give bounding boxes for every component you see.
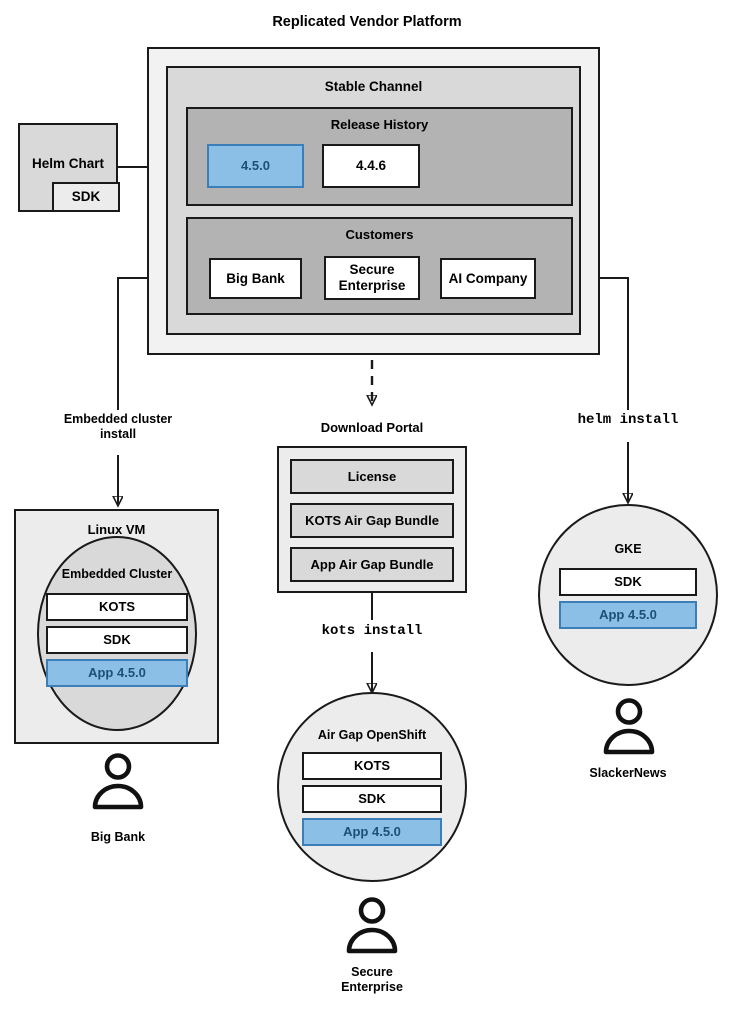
air-gap-openshift-title: Air Gap OpenShift <box>317 728 427 742</box>
customer-ai-company[interactable]: AI Company <box>440 258 536 299</box>
persona-icon-slackernews <box>603 698 655 755</box>
customers-title: Customers <box>345 227 414 242</box>
linuxvm-component-app[interactable]: App 4.5.0 <box>46 659 188 687</box>
helm-chart-label: Helm Chart <box>31 156 104 171</box>
gke-component-sdk[interactable]: SDK <box>559 568 697 596</box>
linuxvm-component-kots[interactable]: KOTS <box>46 593 188 621</box>
embedded-cluster-title: Embedded Cluster <box>61 567 173 581</box>
customer-secure-enterprise[interactable]: Secure Enterprise <box>324 256 420 300</box>
artifact-license[interactable]: License <box>290 459 454 494</box>
persona-icon-secure-enterprise <box>346 897 398 954</box>
release-4-4-6[interactable]: 4.4.6 <box>322 144 420 188</box>
linuxvm-component-sdk[interactable]: SDK <box>46 626 188 654</box>
persona-label-secure-enterprise: Secure Enterprise <box>341 965 403 994</box>
persona-label-big-bank: Big Bank <box>90 830 146 844</box>
persona-icon-big-bank <box>92 753 144 810</box>
gke-component-app[interactable]: App 4.5.0 <box>559 601 697 629</box>
gke-title: GKE <box>614 542 642 556</box>
artifact-kots-air-gap-bundle[interactable]: KOTS Air Gap Bundle <box>290 503 454 538</box>
edge-label-helm-install: helm install <box>577 412 679 428</box>
helm-chart-sdk-box[interactable]: SDK <box>52 182 120 212</box>
openshift-component-app[interactable]: App 4.5.0 <box>302 818 442 846</box>
linux-vm-title: Linux VM <box>87 522 146 537</box>
download-portal-title: Download Portal <box>320 420 424 435</box>
openshift-component-kots[interactable]: KOTS <box>302 752 442 780</box>
release-history-title: Release History <box>330 117 429 132</box>
artifact-app-air-gap-bundle[interactable]: App Air Gap Bundle <box>290 547 454 582</box>
customer-big-bank[interactable]: Big Bank <box>209 258 302 299</box>
edge-label-kots-install: kots install <box>321 623 423 639</box>
edge-label-embedded-cluster-install: Embedded cluster install <box>63 412 173 441</box>
stable-channel-title: Stable Channel <box>324 79 423 94</box>
page-title: Replicated Vendor Platform <box>272 14 462 30</box>
persona-label-slackernews: SlackerNews <box>589 766 667 780</box>
openshift-component-sdk[interactable]: SDK <box>302 785 442 813</box>
release-4-5-0[interactable]: 4.5.0 <box>207 144 304 188</box>
